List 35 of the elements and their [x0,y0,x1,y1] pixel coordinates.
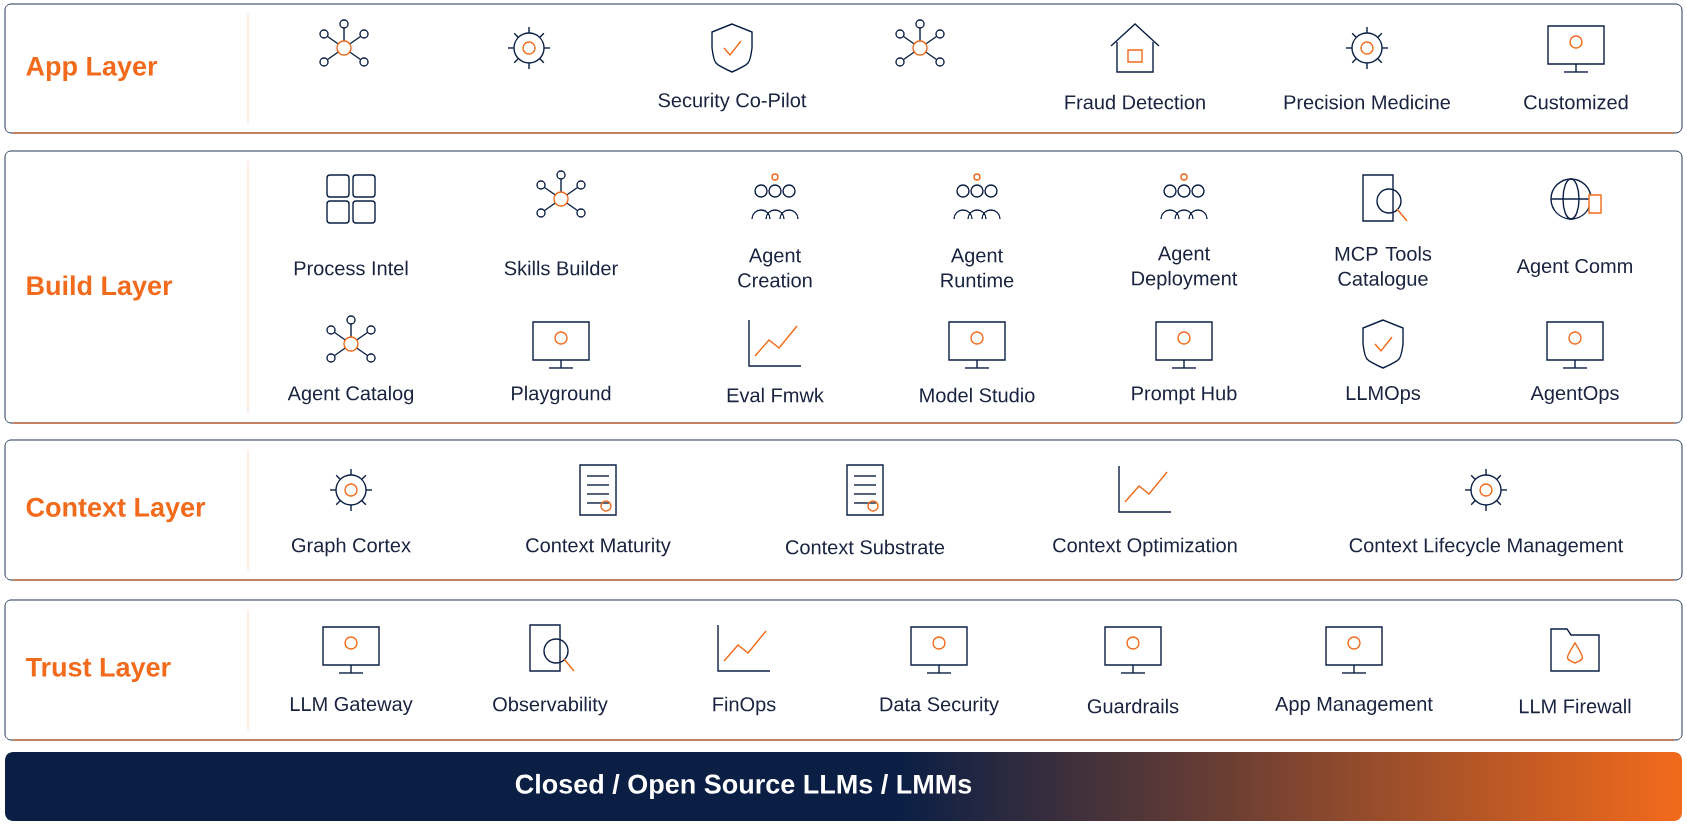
item-caption: Eval Fmwk [727,387,824,403]
item-caption: Skills Builder [504,260,618,276]
layer-heading: Build Layer [27,275,173,301]
item-caption: Graph Cortex [292,537,411,557]
item-caption: Precision Medicine [1284,94,1450,110]
item-caption: Data Security [880,696,999,716]
item-caption: Observability [493,696,608,716]
item-caption: Process Intel [294,260,408,276]
item-caption: Agent Creation [738,248,812,288]
item-caption: LLM Gateway [290,696,413,716]
item-caption: Guardrails [1087,698,1179,714]
item-caption: Agent Catalog [287,385,414,405]
foundation-bar: Closed / Open Source LLMs / LMMs [5,752,1682,821]
item-caption: Agent Comm [1516,258,1632,278]
item-caption: Security Co-Pilot [658,92,807,112]
item-caption: Agent Runtime [941,248,1014,288]
item-caption: Fraud Detection [1065,94,1205,110]
item-caption: Agent Deployment [1132,246,1238,290]
layer-heading: App Layer [26,56,158,82]
item-caption: Model Studio [920,387,1035,403]
item-caption: Playground [512,385,611,405]
layer-heading: Trust Layer [25,657,171,683]
item-caption: Context Lifecycle Management [1349,537,1624,557]
item-caption: Context Maturity [526,537,671,557]
item-caption: Context Optimization [1053,537,1237,557]
item-caption: Customized [1524,94,1628,110]
item-caption: AgentOps [1530,385,1619,405]
layer-heading: Context Layer [26,497,206,523]
item-caption: Prompt Hub [1132,385,1237,405]
item-caption: Context Substrate [786,539,945,555]
item-caption: MCP Tools Catalogue [1335,246,1432,290]
item-caption: FinOps [713,696,776,716]
item-caption: LLMOps [1346,385,1421,405]
item-caption: App Management [1275,697,1433,715]
item-caption: LLM Firewall [1519,698,1631,714]
